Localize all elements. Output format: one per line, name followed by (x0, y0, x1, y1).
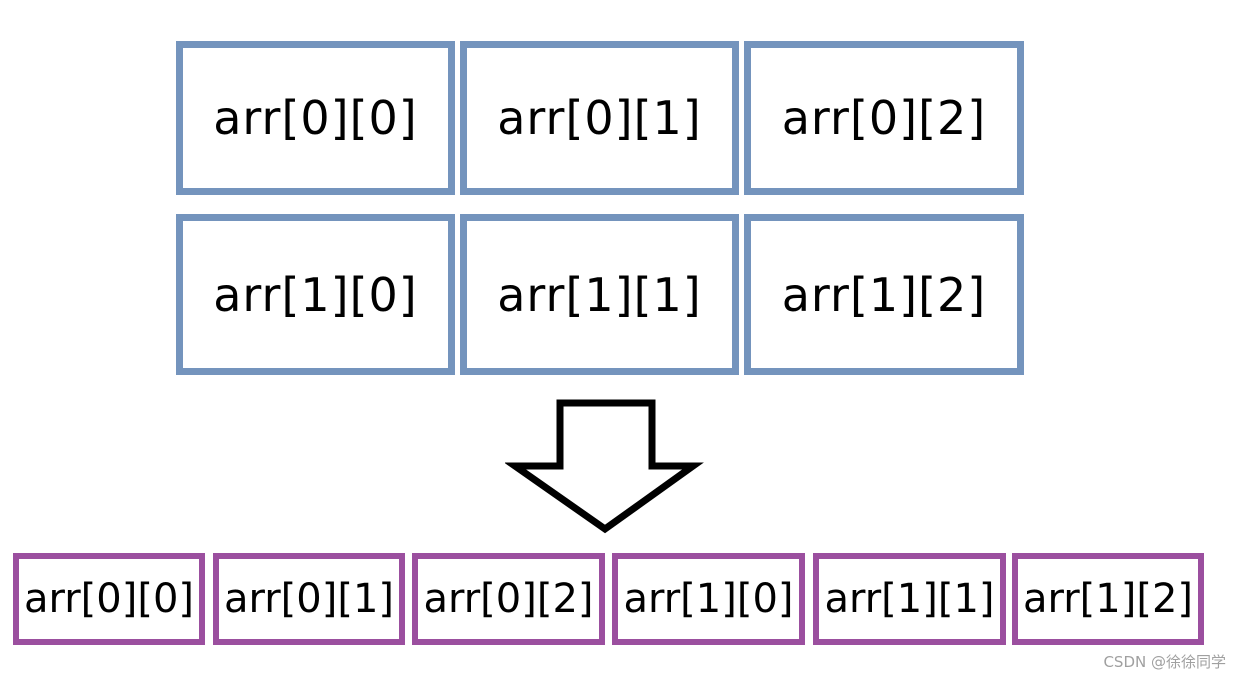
grid-cell-0-1: arr[0][1] (460, 41, 739, 195)
grid-cell-0-2: arr[0][2] (744, 41, 1024, 195)
flat-cell-0: arr[0][0] (13, 553, 205, 645)
flat-cell-3: arr[1][0] (612, 553, 805, 645)
flat-cell-5: arr[1][2] (1012, 553, 1204, 645)
grid-cell-1-0: arr[1][0] (176, 214, 455, 375)
grid-cell-0-0: arr[0][0] (176, 41, 455, 195)
flat-cell-1: arr[0][1] (213, 553, 405, 645)
flat-cell-4: arr[1][1] (813, 553, 1006, 645)
flat-cell-2: arr[0][2] (412, 553, 605, 645)
watermark: CSDN @徐徐同学 (1103, 653, 1226, 671)
grid-cell-1-1: arr[1][1] (460, 214, 739, 375)
down-arrow-shape (505, 399, 704, 534)
grid-cell-1-2: arr[1][2] (744, 214, 1024, 375)
down-arrow-outline-icon (505, 399, 704, 534)
